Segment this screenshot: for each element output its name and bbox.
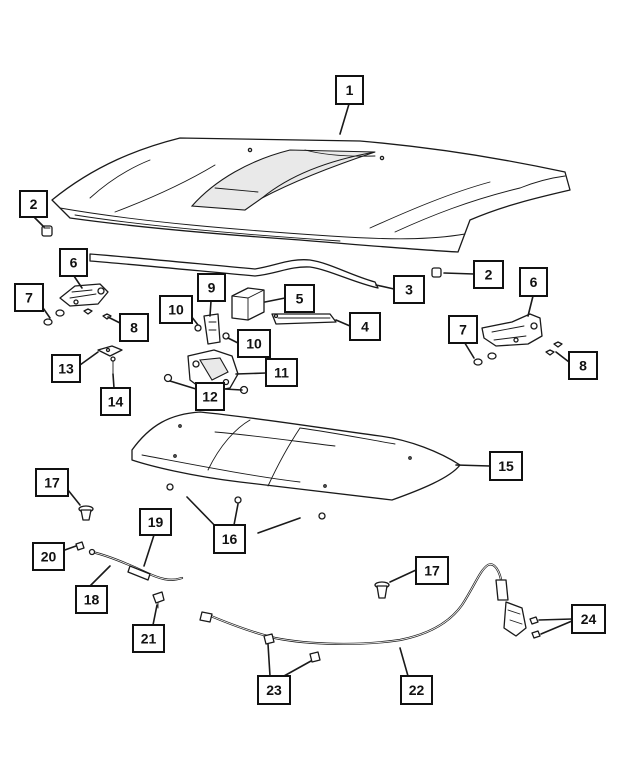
callout-4: 4 — [349, 312, 381, 341]
part-bolt-left — [83, 308, 112, 320]
part-hood-seal — [89, 253, 379, 289]
callout-label: 4 — [361, 319, 369, 335]
callout-label: 17 — [424, 563, 440, 579]
callout-label: 24 — [581, 611, 597, 627]
callout-8-left: 8 — [119, 313, 149, 342]
part-cable-clip — [152, 591, 165, 609]
callout-16: 16 — [213, 524, 246, 554]
callout-22: 22 — [400, 675, 433, 705]
callout-label: 13 — [58, 361, 74, 377]
callout-6-left: 6 — [59, 248, 88, 277]
callout-14: 14 — [100, 387, 131, 416]
callout-13: 13 — [51, 354, 81, 383]
part-release-handle — [88, 548, 184, 581]
part-release-cable — [199, 563, 527, 646]
callout-2-left: 2 — [19, 190, 48, 218]
callout-label: 2 — [485, 267, 493, 283]
part-bolt-right — [545, 341, 563, 356]
callout-6-right: 6 — [519, 267, 548, 297]
part-latch-bolts — [163, 373, 249, 395]
part-nut-right — [473, 352, 497, 366]
part-handle-screws — [529, 616, 541, 639]
callout-label: 19 — [148, 514, 164, 530]
callout-9: 9 — [197, 273, 226, 302]
part-bumper-stop-left — [78, 505, 94, 521]
part-nut-left — [43, 309, 65, 326]
callout-11: 11 — [265, 358, 298, 387]
callout-10-left: 10 — [159, 295, 193, 324]
part-hood-panel — [51, 137, 571, 253]
callout-label: 15 — [498, 458, 514, 474]
callout-label: 3 — [405, 282, 413, 298]
callout-10-right: 10 — [237, 329, 271, 358]
callout-17-right: 17 — [415, 556, 449, 585]
callout-12: 12 — [195, 382, 225, 411]
callout-24: 24 — [571, 604, 606, 634]
callout-label: 10 — [168, 302, 184, 318]
part-cable-clip-small — [75, 541, 85, 551]
callout-17-left: 17 — [35, 468, 69, 497]
part-insulator-clips — [166, 483, 326, 520]
callout-label: 22 — [409, 682, 425, 698]
callout-label: 8 — [579, 358, 587, 374]
callout-label: 18 — [84, 592, 100, 608]
callout-label: 6 — [70, 255, 78, 271]
part-reinforcement-bar — [271, 313, 337, 325]
callout-3: 3 — [393, 275, 425, 304]
callout-20: 20 — [32, 542, 65, 571]
callout-label: 23 — [266, 682, 282, 698]
callout-label: 14 — [108, 394, 124, 410]
part-insulator-pad — [231, 287, 265, 321]
callout-7-left: 7 — [14, 283, 44, 312]
callout-label: 17 — [44, 475, 60, 491]
callout-label: 16 — [222, 531, 238, 547]
callout-5: 5 — [284, 284, 315, 313]
callout-label: 10 — [246, 336, 262, 352]
callout-label: 7 — [25, 290, 33, 306]
callout-label: 5 — [296, 291, 304, 307]
leader-lines — [33, 103, 573, 677]
part-hood-latch — [187, 349, 239, 399]
callout-label: 20 — [41, 549, 57, 565]
part-striker — [203, 313, 221, 345]
callout-23: 23 — [257, 675, 291, 705]
part-bumper-right — [431, 267, 442, 278]
callout-label: 12 — [202, 389, 218, 405]
callout-8-right: 8 — [568, 351, 598, 380]
callout-label: 2 — [30, 196, 38, 212]
callout-label: 9 — [208, 280, 216, 296]
part-hinge-left — [59, 283, 109, 307]
callout-19: 19 — [139, 508, 172, 536]
part-hood-insulator — [131, 411, 461, 501]
callout-label: 21 — [141, 631, 157, 647]
callout-1: 1 — [335, 75, 364, 105]
part-prop-clip — [97, 345, 123, 357]
callout-label: 8 — [130, 320, 138, 336]
callout-label: 7 — [459, 322, 467, 338]
callout-15: 15 — [489, 451, 523, 481]
callout-label: 11 — [274, 365, 289, 381]
part-cable-retainers — [263, 633, 321, 663]
part-bumper-stop-right — [374, 581, 390, 599]
callout-label: 1 — [346, 82, 354, 98]
part-bumper-left — [41, 225, 53, 237]
callout-7-right: 7 — [448, 315, 478, 344]
part-hinge-right — [481, 313, 543, 347]
callout-label: 6 — [530, 274, 538, 290]
callout-21: 21 — [132, 624, 165, 653]
callout-2-right: 2 — [473, 260, 504, 289]
callout-18: 18 — [75, 585, 108, 614]
part-pin — [110, 356, 116, 375]
